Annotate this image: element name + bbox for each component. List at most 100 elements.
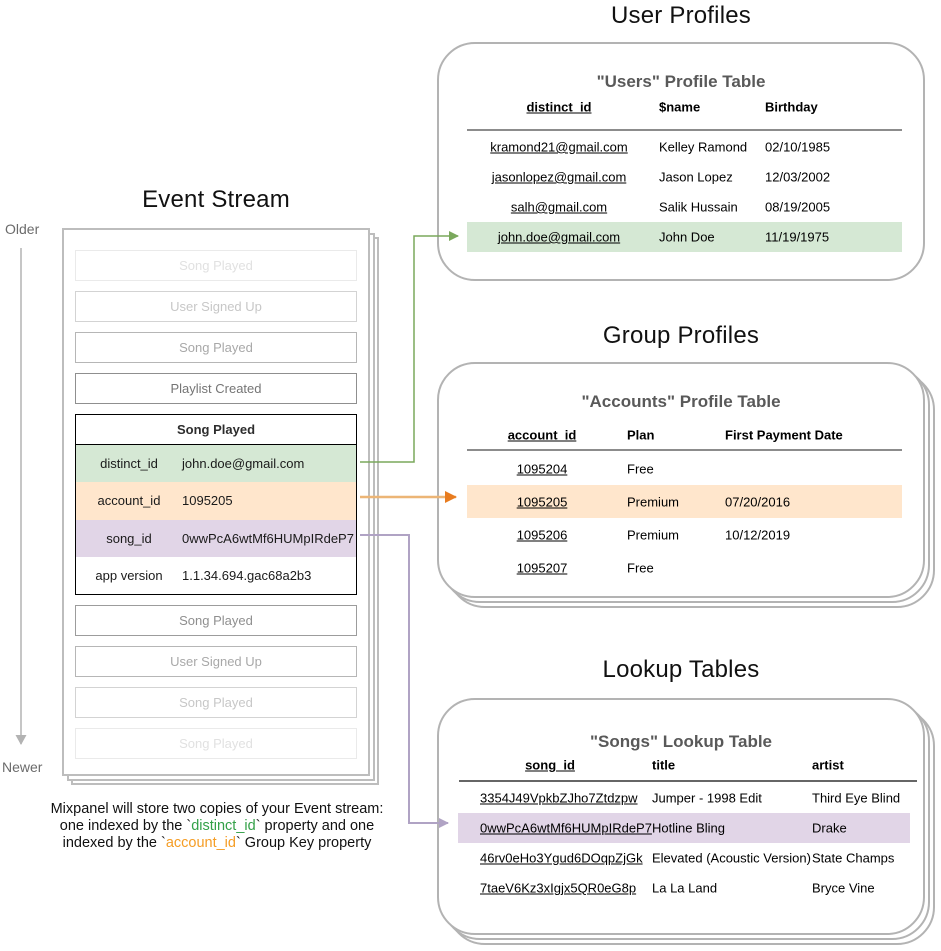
table-cell: 1095204 [516,461,568,476]
property-value: 1095205 [182,493,233,509]
table-cell: La La Land [652,880,718,896]
event-label: User Signed Up [170,299,262,314]
caption-line-1: Mixpanel will store two copies of your E… [50,801,384,817]
table-cell: Drake [812,820,847,836]
column-header: distinct_id [526,99,592,115]
table-cell: 1095205 [516,494,568,509]
lookup-tables-title: Lookup Tables [602,656,760,683]
table-row-highlighted: john.doe@gmail.com John Doe 11/19/1975 [467,222,902,252]
table-row-highlighted: 0wwPcA6wtMf6HUMpIRdeP7 Hotline Bling Dra… [458,813,910,843]
table-row: 1095207 Free [467,551,902,584]
table-cell: 08/19/2005 [765,199,831,215]
property-value: 0wwPcA6wtMf6HUMpIRdeP7 [182,530,354,546]
table-row: 46rv0eHo3Ygud6DOqpZjGk Elevated (Acousti… [458,843,910,873]
caption-text: ` Group Key property [235,835,372,851]
table-cell: kramond21@gmail.com [490,139,628,155]
table-cell: Jumper - 1998 Edit [652,790,762,806]
event-box: User Signed Up [75,646,357,677]
table-cell: 3354J49VpkbZJho7Ztdzpw [480,790,638,806]
table-cell: Premium [627,494,680,509]
caption-line-2: one indexed by the `distinct_id` propert… [36,818,398,835]
event-label: Song Played [179,695,253,710]
table-cell: Kelley Ramond [659,139,748,155]
event-box: Song Played [75,605,357,636]
event-label: Song Played [179,340,253,355]
property-row-app-version: app version 1.1.34.694.gac68a2b3 [76,556,356,594]
property-row-distinct-id: distinct_id john.doe@gmail.com [76,445,356,483]
caption-line-3: indexed by the `account_id` Group Key pr… [36,835,398,852]
table-row-highlighted: 1095205 Premium 07/20/2016 [467,485,902,518]
header-divider [467,129,902,131]
property-row-account-id: account_id 1095205 [76,482,356,520]
property-key: song_id [106,530,152,546]
property-value: 1.1.34.694.gac68a2b3 [182,567,312,583]
users-table-title: "Users" Profile Table [596,72,766,91]
table-cell: 10/12/2019 [725,527,791,542]
table-cell: john.doe@gmail.com [497,229,621,245]
event-box: Playlist Created [75,373,357,404]
column-header: title [652,757,676,773]
event-label: User Signed Up [170,654,262,669]
table-cell: Bryce Vine [812,880,875,896]
group-profiles-title: Group Profiles [602,322,760,349]
accounts-table-header: account_id Plan First Payment Date [467,418,902,451]
property-key: distinct_id [100,456,158,472]
caption-text: one indexed by the ` [59,818,192,834]
table-cell: State Champs [812,850,895,866]
table-cell: Third Eye Blind [812,790,901,806]
event-box: Song Played [75,332,357,363]
table-cell: 0wwPcA6wtMf6HUMpIRdeP7 [480,820,652,836]
event-box: User Signed Up [75,291,357,322]
distinct-id-keyword: distinct_id [191,818,256,834]
table-cell: 11/19/1975 [765,229,830,245]
accounts-profile-card: "Accounts" Profile Table account_id Plan… [437,362,925,598]
table-cell: 46rv0eHo3Ygud6DOqpZjGk [480,850,643,866]
caption-text: ` property and one [255,818,375,834]
table-cell: salh@gmail.com [510,199,608,215]
table-row: kramond21@gmail.com Kelley Ramond 02/10/… [467,132,902,162]
event-box: Song Played [75,728,357,759]
songs-table-header: song_id title artist [458,750,910,780]
newer-label: Newer [2,759,43,775]
table-row: 7taeV6Kz3xIgjx5QR0eG8p La La Land Bryce … [458,873,910,903]
header-divider [459,780,917,782]
table-cell: Elevated (Acoustic Version) [652,850,811,866]
accounts-table-title: "Accounts" Profile Table [581,392,781,411]
table-cell: Free [627,560,654,575]
expanded-event-card: Song Played distinct_id john.doe@gmail.c… [75,414,357,595]
event-label: Song Played [179,736,253,751]
table-row: 1095204 Free [467,452,902,485]
table-cell: Salik Hussain [659,199,738,215]
footnote-caption: Mixpanel will store two copies of your E… [36,801,398,852]
table-cell: Free [627,461,654,476]
expanded-event-title: Song Played [76,415,356,445]
event-box: Song Played [75,250,357,281]
column-header: song_id [525,757,575,773]
table-cell: 12/03/2002 [765,169,831,185]
event-box: Song Played [75,687,357,718]
table-cell: Jason Lopez [659,169,733,185]
property-row-song-id: song_id 0wwPcA6wtMf6HUMpIRdeP7 [76,519,356,557]
column-header: account_id [507,427,577,442]
table-row: 1095206 Premium 10/12/2019 [467,518,902,551]
account-id-keyword: account_id [165,835,236,851]
table-row: salh@gmail.com Salik Hussain 08/19/2005 [467,192,902,222]
column-header: $name [659,99,701,115]
property-key: account_id [97,493,161,509]
table-cell: 1095206 [516,527,568,542]
table-cell: 1095207 [516,560,568,575]
header-divider [467,449,902,451]
table-cell: 07/20/2016 [725,494,791,509]
column-header: Plan [627,427,655,442]
column-header: First Payment Date [725,427,843,442]
table-cell: Hotline Bling [652,820,725,836]
table-cell: John Doe [659,229,715,245]
songs-lookup-card: "Songs" Lookup Table song_id title artis… [437,698,925,935]
user-profiles-title: User Profiles [611,2,751,29]
caption-text: indexed by the ` [62,835,166,851]
event-label: Playlist Created [170,381,262,396]
column-header: artist [812,757,844,773]
songs-table-title: "Songs" Lookup Table [589,732,773,751]
event-label: Song Played [179,258,253,273]
property-key: app version [95,567,163,583]
